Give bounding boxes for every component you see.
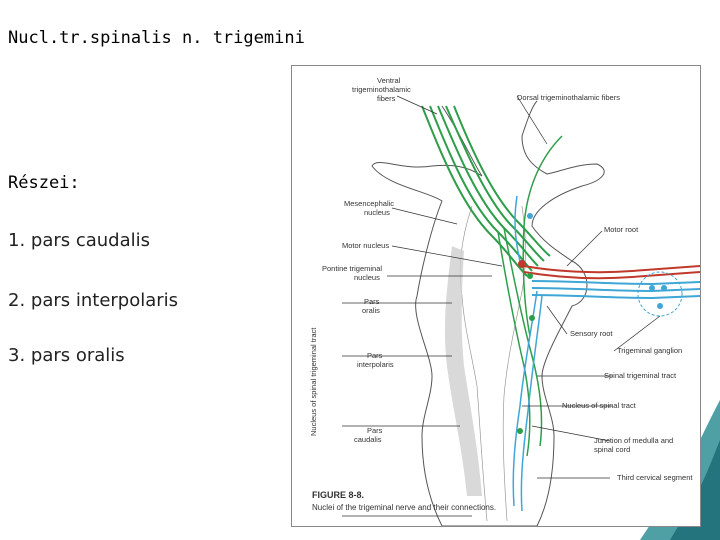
brainstem-outline-inner	[502, 205, 526, 522]
label-pars-oralis-2: oralis	[362, 306, 380, 315]
motor-nucleus-dot	[518, 260, 526, 268]
label-ventral-3: fibers	[377, 94, 396, 103]
label-spinal-tract: Spinal trigeminal tract	[604, 371, 677, 380]
label-nucleus-spinal-tract: Nucleus of spinal tract	[562, 401, 637, 410]
section-heading: Részei:	[8, 173, 80, 193]
label-motor-nucleus: Motor nucleus	[342, 241, 389, 250]
nucleus-cell	[517, 428, 523, 434]
label-motor-root: Motor root	[604, 225, 639, 234]
label-third-cervical: Third cervical segment	[617, 473, 693, 482]
label-ventral-2: trigeminothalamic	[352, 85, 411, 94]
motor-root-fibers	[523, 265, 701, 280]
pontine-nucleus-dot	[527, 273, 533, 279]
brainstem-outline	[371, 100, 605, 527]
green-fiber-descending	[497, 231, 531, 457]
spinal-tract-fibers	[512, 195, 543, 512]
label-trigeminal-ganglion: Trigeminal ganglion	[617, 346, 682, 355]
part-item-oralis: 3. pars oralis	[8, 345, 125, 366]
ventral-trigeminothalamic-fibers	[421, 105, 551, 277]
ganglion-cell	[649, 285, 655, 291]
label-mesencephalic-2: nucleus	[364, 208, 390, 217]
part-item-interpolaris: 2. pars interpolaris	[8, 290, 179, 311]
figure-number: FIGURE 8-8.	[312, 490, 364, 500]
nucleus-cell	[529, 315, 535, 321]
label-pars-oralis: Pars	[364, 297, 380, 306]
trigeminal-diagram: Ventral trigeminothalamic fibers Dorsal …	[309, 76, 701, 527]
dorsal-trigeminothalamic-fibers	[522, 135, 563, 337]
label-mesencephalic: Mesencephalic	[344, 199, 394, 208]
label-pars-caudalis: Pars	[367, 426, 383, 435]
label-leader-lines	[342, 95, 661, 517]
label-ventral: Ventral	[377, 76, 401, 85]
figure-caption: Nuclei of the trigeminal nerve and their…	[312, 503, 496, 512]
sensory-root-fibers	[531, 280, 701, 300]
label-junction-2: spinal cord	[594, 445, 630, 454]
label-pars-caudalis-2: caudalis	[354, 435, 382, 444]
label-pars-interpolaris: Pars	[367, 351, 383, 360]
ganglion-cell	[661, 285, 667, 291]
label-junction: Junction of medulla and	[594, 436, 673, 445]
spinal-nucleus-column	[444, 246, 482, 496]
green-fiber-descending	[503, 227, 543, 447]
label-pars-interpolaris-2: interpolaris	[357, 360, 394, 369]
label-sensory-root: Sensory root	[570, 329, 613, 338]
label-pontine: Pontine trigeminal	[322, 264, 382, 273]
label-dorsal: Dorsal trigeminothalamic fibers	[517, 93, 620, 102]
slide-title: Nucl.tr.spinalis n. trigemini	[8, 28, 305, 48]
trigeminal-ganglion-circle	[637, 271, 683, 317]
label-side-vertical: Nucleus of spinal trigeminal tract	[309, 327, 318, 436]
part-item-caudalis: 1. pars caudalis	[8, 230, 151, 251]
ganglion-cell	[657, 303, 663, 309]
label-pontine-2: nucleus	[354, 273, 380, 282]
mesencephalic-cell	[527, 213, 533, 219]
trigeminal-diagram-figure: Ventral trigeminothalamic fibers Dorsal …	[291, 65, 701, 527]
